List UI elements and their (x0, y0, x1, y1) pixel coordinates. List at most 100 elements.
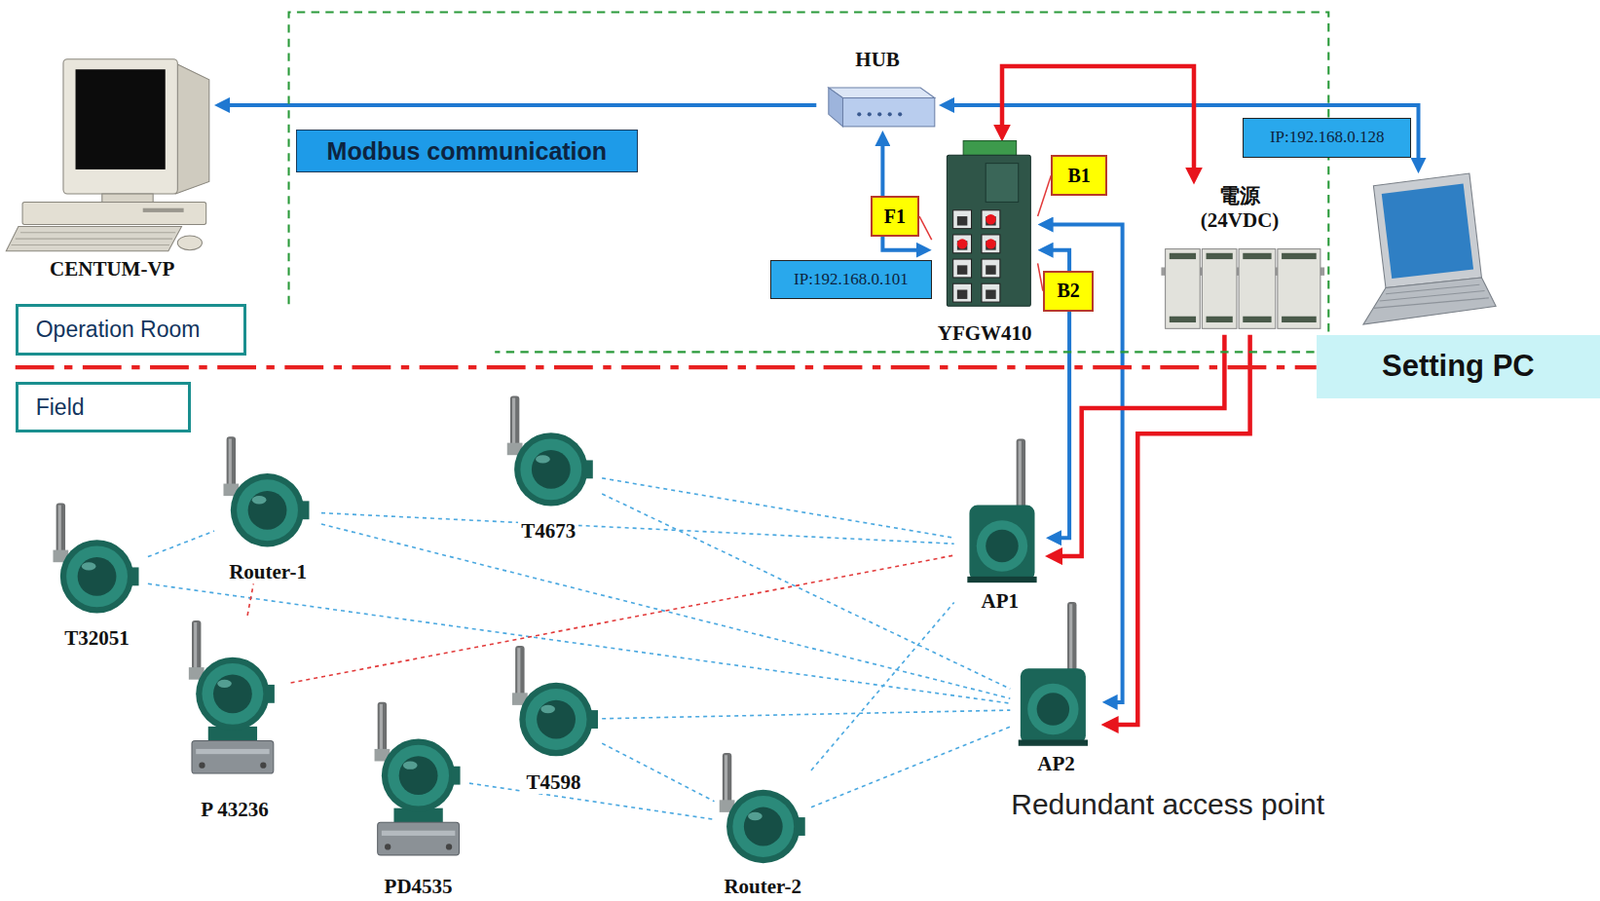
gateway-illustration (957, 290, 968, 299)
room-field-divider (15, 365, 1317, 370)
wireless-link (811, 602, 955, 771)
box-text: Setting PC (1316, 334, 1600, 399)
computer-illustration (177, 235, 202, 251)
wireless-link (469, 782, 715, 819)
gateway-illustration (985, 163, 1019, 203)
device-node: CENTUM-VP (9, 56, 215, 282)
box-text: 電源 (24VDC) (1198, 184, 1281, 233)
power-supply-illustration (1169, 253, 1317, 323)
box-text: B2 (1056, 279, 1080, 302)
gateway-illustration (981, 283, 1001, 302)
setting-pc-node: Setting PC (1316, 173, 1600, 399)
wireless-link (601, 493, 1010, 689)
gateway-illustration (957, 216, 997, 299)
wireless-link (291, 555, 955, 683)
computer-illustration (63, 59, 178, 194)
device-node: HUB (816, 48, 939, 131)
device-node: YFGW410 (931, 141, 1039, 346)
gateway-illustration (985, 214, 996, 224)
computer-illustration (11, 232, 177, 246)
wireless-link (247, 583, 254, 616)
field-device-illustrations (188, 620, 275, 731)
computer-illustration (75, 69, 166, 170)
field-device-illustrations (719, 752, 806, 863)
operation-room-boundary (289, 12, 1330, 353)
field-device-illustrations (507, 395, 594, 506)
device-label: Router-2 (720, 875, 805, 898)
gateway-illustration (946, 141, 1031, 307)
area-label-box: Operation Room (15, 303, 247, 355)
area-label-box: Field (15, 381, 191, 433)
hub-illustration (843, 98, 935, 127)
gateway-illustration (953, 283, 972, 302)
box-text: Modbus communication (327, 137, 608, 166)
wireless-link (601, 478, 955, 538)
device-node: T4598 (505, 637, 603, 794)
field-device-illustrations (377, 808, 460, 856)
device-label: CENTUM-VP (46, 258, 178, 281)
device-label: Router-1 (225, 560, 310, 584)
field-device-illustrations (1018, 601, 1088, 746)
laptop-illustration (1363, 277, 1496, 325)
power-supply-illustration (1281, 253, 1317, 260)
box-text: IP:192.168.0.128 (1269, 127, 1385, 148)
hub-illustration (877, 111, 882, 116)
gateway-illustration (946, 154, 1031, 306)
port-tag: B1 (1050, 154, 1108, 196)
device-node: P 43236 (178, 615, 291, 822)
device-node: T32051 (45, 494, 149, 650)
hub-illustration (856, 111, 902, 116)
hub-illustration (867, 111, 872, 116)
power-supply-illustration (1242, 253, 1271, 260)
gateway-illustration (957, 214, 997, 250)
gateway-illustration (985, 264, 996, 274)
gateway-illustration (985, 290, 996, 299)
device-node: T4673 (494, 387, 602, 543)
device-node: AP1 (954, 433, 1046, 612)
device-label: AP1 (978, 590, 1023, 613)
power-supply-illustration (1165, 249, 1321, 330)
computer-illustration (143, 208, 185, 213)
device-label: YFGW410 (934, 322, 1036, 345)
power-supply-illustration (1281, 316, 1317, 323)
gateway-illustration (953, 234, 972, 254)
device-label: T4673 (518, 520, 579, 543)
device-node: Router-2 (713, 749, 812, 898)
hub-illustration (828, 87, 935, 98)
computer-illustration (5, 226, 182, 252)
hub-illustration (828, 87, 844, 127)
power-supply-illustration (1277, 249, 1321, 330)
laptop-illustration (1373, 284, 1489, 308)
device-node: AP2 (1009, 596, 1102, 776)
laptop-illustration (1381, 184, 1474, 279)
power-supply-illustration (1206, 316, 1233, 323)
box-text: B1 (1067, 164, 1090, 187)
port-tag: B2 (1042, 270, 1094, 312)
field-device-illustrations (374, 702, 461, 813)
ethernet-cable (222, 103, 817, 108)
power-supply-illustration (1238, 249, 1276, 330)
field-device-illustrations (191, 726, 274, 774)
power-cable (1110, 334, 1251, 725)
gateway-illustration (957, 238, 968, 249)
box-text: IP:192.168.0.101 (793, 269, 909, 290)
protocol-box: Modbus communication (296, 129, 638, 173)
laptop-illustration (1373, 173, 1482, 288)
power-supply-illustration (1160, 249, 1325, 330)
field-device-illustrations (967, 438, 1037, 583)
power-supply-illustration (1201, 249, 1237, 330)
hub-illustration (897, 111, 902, 116)
field-device-illustrations (52, 395, 1088, 863)
gateway-illustration (981, 259, 1001, 278)
computer-illustration (175, 63, 210, 194)
wireless-link (811, 726, 1010, 808)
gateway-illustration (957, 264, 968, 274)
gateway-illustration (981, 210, 1001, 229)
wireless-link (148, 530, 215, 558)
ip-address-box: IP:192.168.0.128 (1242, 117, 1412, 159)
field-device-illustrations (512, 645, 598, 756)
device-label: HUB (852, 48, 903, 72)
ip-address-box: IP:192.168.0.101 (770, 260, 932, 299)
gateway-illustration (953, 210, 1001, 302)
